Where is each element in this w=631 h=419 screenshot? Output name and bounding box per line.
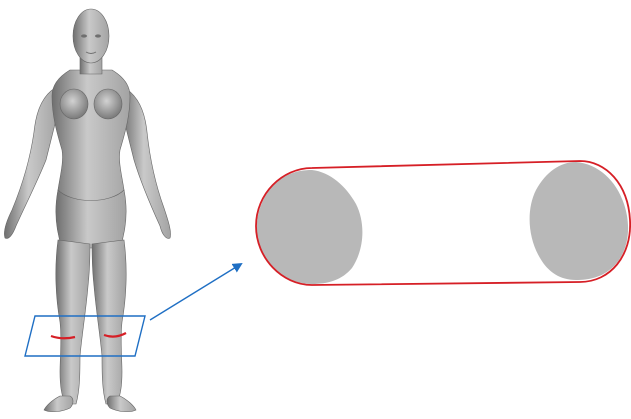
right-leg (92, 240, 126, 404)
right-leg-section (530, 162, 628, 280)
cross-section-view (256, 161, 630, 285)
slicing-plane (25, 316, 145, 356)
right-eye (95, 34, 101, 37)
left-eye (81, 34, 87, 37)
pointer-arrow (150, 264, 241, 320)
left-arm (4, 88, 58, 238)
right-breast (94, 89, 122, 119)
left-breast (60, 89, 88, 119)
head (73, 9, 109, 63)
right-foot (107, 396, 136, 412)
human-figure (4, 9, 170, 412)
left-leg (56, 240, 90, 404)
left-foot (44, 396, 73, 412)
